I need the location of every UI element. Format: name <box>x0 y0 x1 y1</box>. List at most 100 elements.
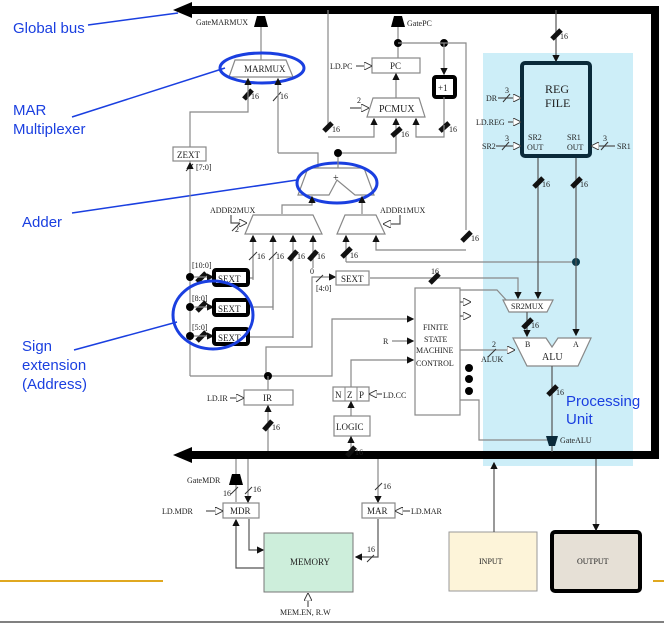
reg-file-line2: FILE <box>545 96 570 110</box>
ld-cc-label: LD.CC <box>383 391 406 400</box>
z-flag: Z <box>347 390 353 400</box>
output-device <box>550 530 642 593</box>
addr2mux-sel-width: 2 <box>235 225 239 234</box>
annotation-sign-ext-1: Sign <box>22 338 52 355</box>
mar-label: MAR <box>367 506 388 516</box>
ld-reg-label: LD.REG <box>476 118 505 127</box>
width-label: 16 <box>531 321 539 330</box>
reg-file <box>520 61 592 158</box>
pc-label: PC <box>390 61 401 71</box>
width-label: 16 <box>253 485 261 494</box>
bits-4-0: [4:0] <box>316 284 332 293</box>
bits-10-0: [10:0] <box>192 261 212 270</box>
gate-pc-triangle <box>391 16 405 27</box>
width-label: 16 <box>280 92 288 101</box>
gate-marmux-triangle <box>254 16 268 27</box>
output-label: OUTPUT <box>577 557 609 566</box>
annotation-sign-ext-2: extension <box>22 357 86 374</box>
annotation-processing-unit-2: Unit <box>566 411 594 428</box>
annotation-global-bus: Global bus <box>13 20 85 37</box>
width-label: 16 <box>556 388 564 397</box>
sr2-out-line2: OUT <box>527 143 544 152</box>
width-label: 3 <box>505 134 509 143</box>
plus-one-label: +1 <box>438 83 448 93</box>
width-label: 16 <box>431 267 439 276</box>
ld-pc-label: LD.PC <box>330 62 352 71</box>
gate-alu-label: GateALU <box>560 436 592 445</box>
sr1-out-line1: SR1 <box>567 133 581 142</box>
width-label: 16 <box>251 92 259 101</box>
sr1-label: SR1 <box>617 142 631 151</box>
zext-bits: [7:0] <box>196 163 212 172</box>
addr2mux-label: ADDR2MUX <box>210 206 256 215</box>
sext-4 <box>335 270 370 286</box>
annotation-sign-ext-3: (Address) <box>22 376 87 393</box>
sr1-out-line2: OUT <box>567 143 584 152</box>
annotation-adder: Adder <box>22 214 62 231</box>
gate-mdr-triangle <box>229 474 243 485</box>
annotation-mar-mux-2: Multiplexer <box>13 121 86 138</box>
alu-a-label: A <box>573 340 579 349</box>
logic-label: LOGIC <box>336 422 364 432</box>
ld-mar-label: LD.MAR <box>411 507 443 516</box>
width-label: 16 <box>383 482 391 491</box>
width-label: 16 <box>297 252 305 261</box>
width-label: 3 <box>505 86 509 95</box>
aluk-label: ALUK <box>481 355 503 364</box>
annotation-processing-unit-1: Processing <box>566 393 640 410</box>
width-label: 16 <box>471 234 479 243</box>
marmux-label: MARMUX <box>244 64 286 74</box>
memory-label: MEMORY <box>290 557 331 567</box>
gate-pc-label: GatePC <box>407 19 432 28</box>
zext-label: ZEXT <box>177 150 200 160</box>
fsm-line2: STATE <box>424 335 447 344</box>
width-label: 16 <box>272 423 280 432</box>
width-label: 16 <box>276 252 284 261</box>
gate-mdr-label: GateMDR <box>187 476 221 485</box>
bits-5-0: [5:0] <box>192 323 208 332</box>
p-flag: P <box>359 390 364 400</box>
dr-label: DR <box>486 94 498 103</box>
ir-label: IR <box>263 393 272 403</box>
mdr-label: MDR <box>230 506 251 516</box>
n-flag: N <box>335 390 342 400</box>
reg-file-line1: REG <box>545 82 569 96</box>
addr1mux-label: ADDR1MUX <box>380 206 426 215</box>
more-signals-dot <box>465 375 473 383</box>
sr2mux <box>502 299 554 313</box>
gate-marmux-label: GateMARMUX <box>196 18 248 27</box>
addr2mux <box>244 214 323 235</box>
alu-b-label: B <box>525 340 530 349</box>
more-signals-dot <box>465 364 473 372</box>
width-label: 16 <box>350 251 358 260</box>
sext-10-label: SEXT <box>218 274 241 284</box>
width-label: 16 <box>317 252 325 261</box>
pcmux-sel-width: 2 <box>357 96 361 105</box>
addr1mux <box>336 214 386 235</box>
gate-alu-triangle <box>546 436 558 446</box>
ld-mdr-label: LD.MDR <box>162 507 194 516</box>
width-label: 16 <box>223 489 231 498</box>
width-label: 16 <box>355 448 363 457</box>
alu <box>512 337 592 367</box>
width-label: 16 <box>367 545 375 554</box>
alu-label: ALU <box>542 352 563 363</box>
r-input-label: R <box>383 337 389 346</box>
fsm-control <box>414 287 461 416</box>
annotation-mar-mux-1: MAR <box>13 102 47 119</box>
aluk-width: 2 <box>492 340 496 349</box>
marmux-highlight <box>218 51 306 85</box>
sr2-label: SR2 <box>482 142 496 151</box>
sext-4-label: SEXT <box>341 274 364 284</box>
sext-highlight <box>171 279 255 351</box>
more-signals-dot <box>465 387 473 395</box>
width-label: 16 <box>449 125 457 134</box>
mem-ctrl-label: MEM.EN, R.W <box>280 608 331 617</box>
ld-ir-label: LD.IR <box>207 394 228 403</box>
width-label: 16 <box>332 125 340 134</box>
bits-8-0: [8:0] <box>192 294 208 303</box>
sext-5-label: SEXT <box>218 333 241 343</box>
adder-symbol: + <box>333 173 339 184</box>
memory <box>263 532 354 593</box>
fsm-line4: CONTROL <box>416 359 454 368</box>
